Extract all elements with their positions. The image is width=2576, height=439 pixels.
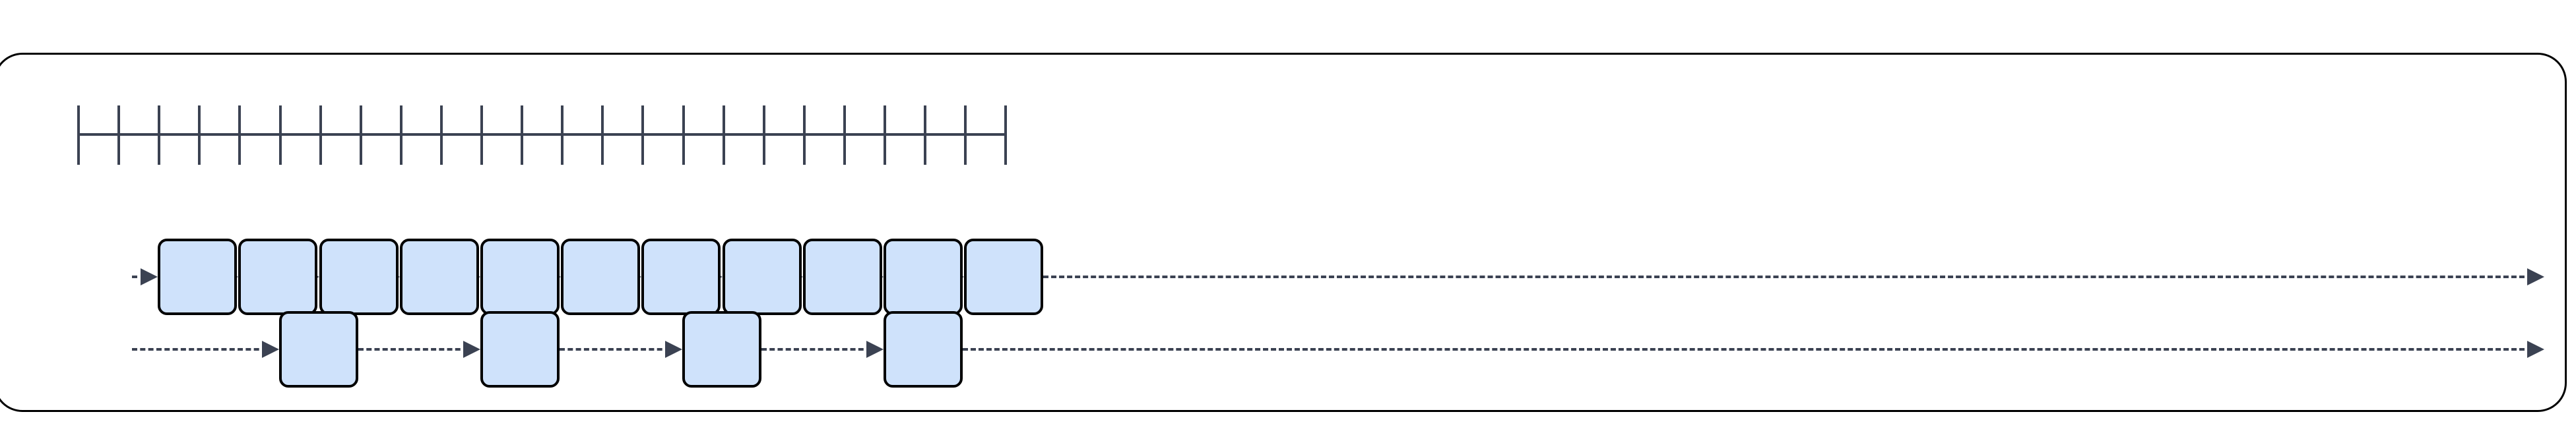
axis-tick (480, 105, 483, 165)
axis-tick (1004, 105, 1008, 165)
axis-tick (561, 105, 564, 165)
axis-tick (601, 105, 604, 165)
axis-tick (964, 105, 967, 165)
axis-tick (682, 105, 685, 165)
connector-dashed-line (132, 348, 267, 351)
due-milestone[interactable] (278, 311, 358, 388)
axis-tick (158, 105, 161, 165)
axis-tick (198, 105, 201, 165)
interval-connector (761, 338, 884, 361)
axis-tick (319, 105, 322, 165)
connector-dashed-line (1043, 276, 2532, 278)
connector-arrowhead (261, 341, 279, 358)
axis-tick (762, 105, 765, 165)
connector-arrowhead (2527, 268, 2544, 285)
due-milestone[interactable] (884, 311, 963, 388)
axis-tick (884, 105, 886, 165)
interval-connector (358, 338, 480, 361)
axis-tick (359, 105, 362, 165)
due-milestone[interactable] (722, 239, 802, 315)
interval-connector (963, 338, 2544, 361)
axis-tick (439, 105, 443, 165)
connector-arrowhead (141, 268, 158, 285)
diagram-frame (0, 53, 2567, 412)
axis-tick (278, 105, 282, 165)
connector-dashed-line (761, 348, 872, 351)
due-milestone[interactable] (682, 311, 761, 388)
connector-arrowhead (664, 341, 682, 358)
connector-arrowhead (866, 341, 884, 358)
axis-tick (722, 105, 725, 165)
axis-tick (843, 105, 846, 165)
axis-tick (117, 105, 121, 165)
interval-connector (560, 338, 682, 361)
due-milestone[interactable] (480, 311, 560, 388)
due-milestone[interactable] (238, 239, 318, 315)
connector-dashed-line (358, 348, 468, 351)
connector-arrowhead (2527, 341, 2544, 358)
axis-tick (77, 105, 80, 165)
interval-connector (1043, 266, 2544, 288)
connector-dashed-line (560, 348, 670, 351)
axis-tick (521, 105, 524, 165)
due-milestone[interactable] (158, 239, 238, 315)
axis-tick (399, 105, 402, 165)
due-milestone[interactable] (964, 239, 1044, 315)
interval-connector (132, 338, 279, 361)
connector-arrowhead (463, 341, 480, 358)
due-milestone[interactable] (641, 239, 721, 315)
axis-tick (238, 105, 242, 165)
axis-tick (802, 105, 806, 165)
due-milestone[interactable] (399, 239, 479, 315)
due-milestone[interactable] (561, 239, 641, 315)
due-milestone[interactable] (884, 239, 963, 315)
axis-baseline (77, 133, 1008, 136)
due-milestone[interactable] (319, 239, 399, 315)
axis-tick (641, 105, 645, 165)
axis-tick (924, 105, 927, 165)
due-milestone[interactable] (480, 239, 560, 315)
due-milestone[interactable] (802, 239, 882, 315)
connector-dashed-line (963, 348, 2532, 351)
interval-connector (132, 266, 158, 288)
connector-dashed-line (132, 276, 146, 278)
